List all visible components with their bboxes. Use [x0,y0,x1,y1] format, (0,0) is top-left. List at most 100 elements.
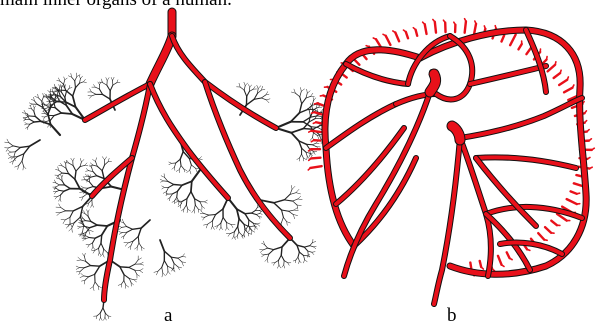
fine-branch [78,227,80,229]
fine-branch [266,99,270,100]
fine-branch [162,186,165,187]
fine-branch [244,230,245,234]
fine-branch [297,205,298,209]
fine-branch [124,242,128,243]
fine-branch [88,187,93,189]
fine-branch [174,163,175,167]
fringe-twig [544,240,547,241]
fine-branch [292,186,295,189]
fine-branch [262,255,265,257]
fringe-twig [585,121,587,123]
fine-branch [92,164,93,167]
fine-branch [76,271,80,272]
fringe-twig [573,85,574,88]
fine-branch [106,78,107,81]
fine-branch [59,204,61,208]
fine-branch [249,226,253,227]
fine-branch [58,173,62,175]
fine-branch [180,159,181,165]
fine-branch [223,217,227,222]
fine-branch [75,83,79,87]
fine-branch [168,181,174,184]
fine-branch [103,308,105,313]
fine-branch [186,205,187,209]
fine-branch [95,87,99,89]
fine-branch [284,265,285,268]
trunk-vessel [85,84,150,120]
fine-branch [73,158,74,161]
fine-branch [66,168,69,173]
fine-branch [142,247,145,249]
fine-branch [274,203,282,210]
fine-branch [176,170,179,172]
fine-branch [181,166,184,169]
fine-branch [244,90,247,96]
fine-branch [87,176,91,177]
network-vessel [408,36,450,84]
fine-branch [171,257,174,263]
fine-branch [90,287,93,289]
fine-branch [83,239,85,241]
network-vessel [434,138,460,304]
fine-branch [121,281,123,285]
fine-branch [43,93,44,96]
fine-branch [43,117,44,120]
fine-branch [50,116,54,121]
fine-branch [127,227,133,230]
fine-branch [252,213,257,214]
fine-branch [76,167,80,171]
fine-branch [244,234,245,237]
fine-branch [84,276,89,277]
fine-branch [182,256,185,257]
fringe-twig [510,35,516,46]
fine-branch [201,211,204,213]
fine-branch [84,266,90,268]
fringe-twig [366,46,369,47]
fine-branch [137,274,140,276]
fine-branch [75,76,77,80]
fine-branch [99,82,102,83]
fine-branch [8,150,11,152]
fine-branch [264,254,268,255]
fine-branch [257,85,258,88]
fine-branch [234,236,236,239]
fringe-twig [373,38,376,39]
fine-branch [8,157,11,158]
fine-branch [182,262,184,266]
fine-branch [31,106,32,109]
fine-branch [126,285,129,287]
fine-branch [281,217,283,222]
fine-branch [293,260,296,261]
fine-branch [102,226,108,235]
fringe-twig [413,28,415,30]
fringe-twig [574,183,583,186]
fine-branch [38,94,39,98]
fine-branch [134,280,137,282]
fine-branch [140,269,143,271]
fine-branch [79,197,83,198]
fine-branch [34,111,35,116]
fine-branch [163,273,166,276]
fine-branch [180,152,183,160]
fine-branch [54,192,55,194]
fine-branch [83,194,87,197]
fine-branch [19,161,22,166]
fine-branch [55,169,58,170]
fine-branch [265,245,268,249]
fine-branch [79,75,80,78]
fringe-twig [416,30,418,36]
fine-branch [293,199,298,201]
fine-branch [28,108,31,109]
fine-branch [169,162,172,163]
fine-branch [174,264,178,267]
fine-branch [97,225,107,226]
fine-branch [34,106,35,108]
fine-branch [93,238,96,243]
panel-b-caption: b [447,305,457,327]
fine-branch [160,181,163,182]
fine-branch [70,211,73,217]
fine-branch [83,218,86,221]
fringe-twig [465,21,466,32]
fine-branch [279,265,281,268]
fine-branch [171,257,178,258]
